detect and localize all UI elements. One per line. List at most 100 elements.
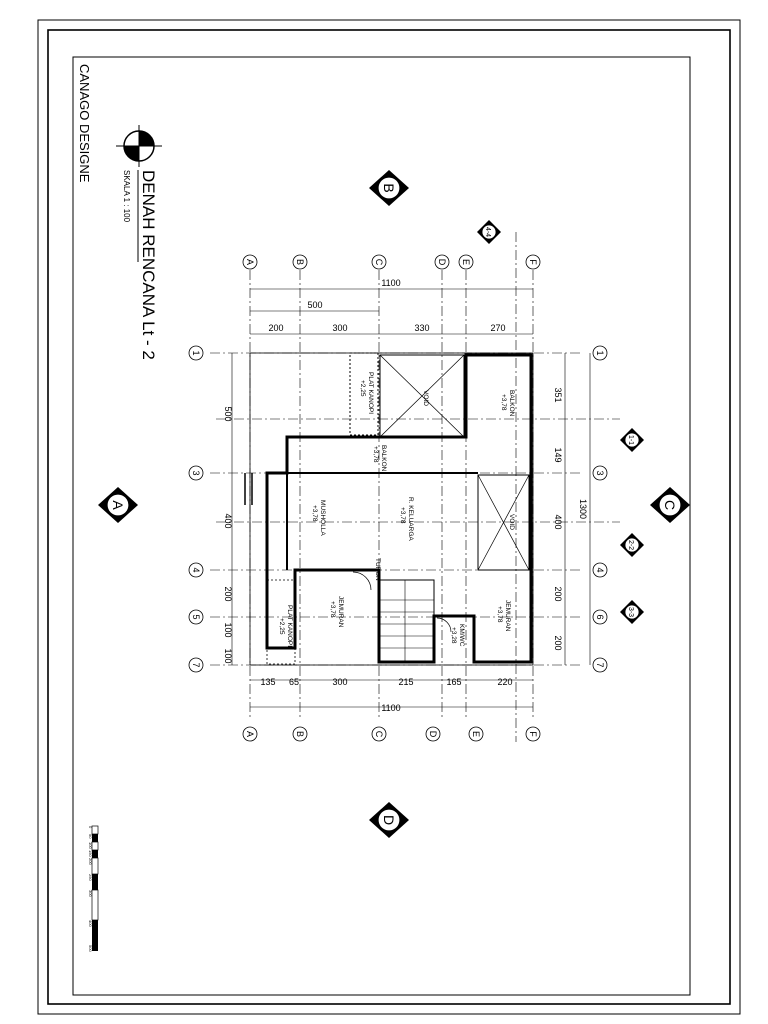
scale-tick: 0 — [88, 826, 93, 829]
company-name: CANAGO DESIGNE — [77, 64, 92, 183]
svg-text:E: E — [461, 259, 471, 265]
grid-bubble-a-bottom: A — [242, 726, 258, 742]
svg-text:3: 3 — [595, 470, 605, 475]
dim-right-total: 1300 — [578, 499, 588, 519]
svg-text:F: F — [528, 731, 538, 737]
void-mid — [477, 474, 530, 571]
dim-left-part: 400 — [223, 513, 233, 528]
section-marker-2-2-icon: 2-2 — [620, 533, 644, 557]
grid-bubble-1-right: 1 — [592, 345, 608, 361]
grid-bubble-a-top: A — [242, 254, 258, 270]
label-musholla: MUSHOLLA — [319, 500, 326, 536]
label-balkon-right: BALKON — [508, 390, 515, 417]
grid-bubble-7-right: 7 — [592, 657, 608, 673]
svg-text:D: D — [428, 731, 438, 738]
scale-tick: 50 — [88, 834, 93, 839]
svg-text:B: B — [295, 259, 305, 265]
label-void-mid: VOID — [508, 514, 515, 530]
dim-top-part: 330 — [414, 323, 429, 333]
elevation-marker-a-icon: A — [98, 487, 138, 523]
dim-bottom-part: 135 — [260, 677, 275, 687]
outer-border — [37, 19, 741, 1015]
svg-text:3: 3 — [191, 470, 201, 475]
svg-text:E: E — [471, 731, 481, 737]
label-r-keluarga: R. KELUARGA — [407, 497, 414, 541]
grid-bubble-d-top: D — [434, 254, 450, 270]
label-kmwc: KM/WC — [458, 624, 465, 647]
dim-left-part: 500 — [223, 406, 233, 421]
svg-text:4-4: 4-4 — [484, 227, 491, 237]
floor-plan — [244, 352, 534, 666]
svg-text:C: C — [374, 731, 384, 738]
grid-bubble-f-bottom: F — [525, 726, 541, 742]
grid-bubble-6-right: 6 — [592, 609, 608, 625]
label-jemuran-left: JEMURAN — [337, 596, 344, 628]
label-balkon-mid-level: +3,78 — [372, 446, 379, 463]
label-musholla-level: +3,78 — [311, 505, 318, 522]
label-r-keluarga-level: +3,78 — [399, 507, 406, 524]
svg-text:5: 5 — [191, 614, 201, 619]
svg-text:2-2: 2-2 — [627, 540, 634, 550]
svg-text:A: A — [110, 500, 126, 510]
svg-text:C: C — [662, 500, 678, 510]
dim-bottom-total: 1100 — [381, 703, 400, 713]
svg-text:D: D — [381, 815, 397, 825]
elevation-marker-d-icon: D — [369, 802, 409, 838]
void-top — [379, 354, 465, 438]
drawing-scale: SKALA 1 : 100 — [122, 170, 131, 223]
svg-text:3-3: 3-3 — [627, 607, 634, 617]
grid-bubbles-top: A B C D E F — [242, 254, 541, 270]
dim-bottom-part: 65 — [289, 677, 299, 687]
svg-text:D: D — [437, 259, 447, 266]
grid-bubble-b-bottom: B — [292, 726, 308, 742]
scale-tick: 500 — [88, 945, 93, 952]
inner-border — [47, 29, 731, 1005]
door-swing — [352, 571, 372, 591]
dimension-lines — [231, 288, 591, 708]
room-labels: PLAT KANOPI +2,25 VOID BALKON +3,78 BALK… — [278, 372, 515, 647]
grid-bubble-7-left: 7 — [188, 657, 204, 673]
label-jemuran-right: JEMURAN — [504, 600, 511, 632]
dim-top-part: 300 — [332, 323, 347, 333]
grid-bubbles-right: 1 3 4 6 7 — [592, 345, 608, 673]
svg-text:1: 1 — [191, 350, 201, 355]
grid-bubble-e-bottom: E — [468, 726, 484, 742]
scale-tick: 300 — [88, 890, 93, 897]
label-plat-kanopi-top-level: +2,25 — [359, 380, 366, 397]
svg-text:C: C — [374, 259, 384, 266]
dim-left-part: 100 — [223, 648, 233, 663]
label-jemuran-left-level: +3,78 — [329, 601, 336, 618]
dim-bottom-part: 220 — [497, 677, 512, 687]
plat-kanopi-top — [349, 352, 379, 436]
plat-kanopi-bottom — [266, 579, 296, 665]
label-turun: TURUN — [374, 558, 381, 581]
svg-text:B: B — [381, 183, 397, 192]
svg-text:1: 1 — [595, 350, 605, 355]
grid-bubbles-left: 1 3 4 5 7 — [188, 345, 204, 673]
label-plat-kanopi-bottom-level: +2,25 — [278, 618, 285, 635]
grid-bubble-3-right: 3 — [592, 465, 608, 481]
section-marker-1-1-icon: 1-1 — [620, 428, 644, 452]
grid-bubble-b-top: B — [292, 254, 308, 270]
grid-bubble-d-bottom: D — [425, 726, 441, 742]
label-plat-kanopi-top: PLAT KANOPI — [367, 372, 374, 414]
dim-right-part: 149 — [553, 447, 563, 462]
grid-bubble-4-right: 4 — [592, 562, 608, 578]
svg-text:6: 6 — [595, 614, 605, 619]
dim-right-part: 351 — [553, 387, 563, 402]
section-marker-4-4-icon: 4-4 — [477, 220, 501, 244]
grid-bubble-4-left: 4 — [188, 562, 204, 578]
label-balkon-mid: BALKON — [380, 445, 387, 472]
label-plat-kanopi-bottom: PLAT KANOPI — [286, 605, 293, 647]
svg-text:1-1: 1-1 — [627, 435, 634, 445]
scale-tick: 200 — [88, 858, 93, 865]
svg-text:7: 7 — [595, 662, 605, 667]
dim-left-part: 200 — [223, 586, 233, 601]
north-arrow-icon — [116, 125, 162, 167]
label-jemuran-right-level: +3,78 — [496, 606, 503, 623]
dim-top-total: 1100 — [381, 278, 400, 288]
dim-bottom-part: 165 — [446, 677, 461, 687]
svg-text:4: 4 — [191, 567, 201, 572]
grid-bubble-c-bottom: C — [371, 726, 387, 742]
grid-bubbles-bottom: A B C D E F — [242, 726, 541, 742]
